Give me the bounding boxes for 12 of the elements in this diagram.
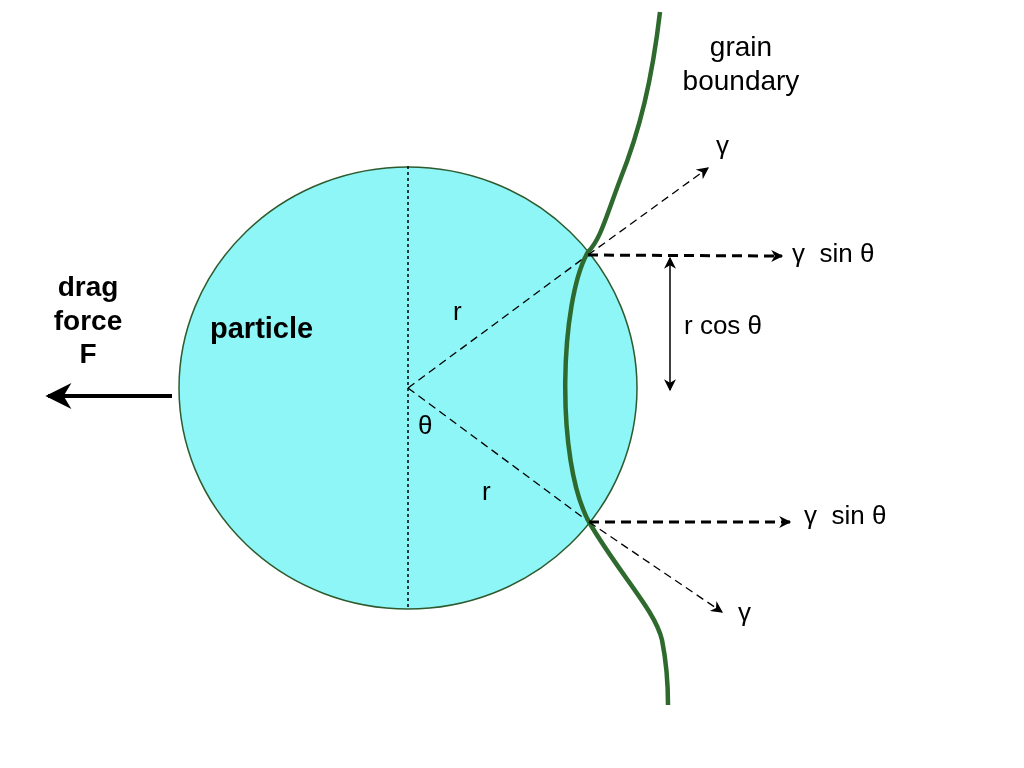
symbol-label: r: [453, 296, 462, 328]
force-label: drag force F: [52, 270, 124, 371]
symbol-label: γ: [716, 130, 729, 162]
symbol-label: θ: [418, 410, 433, 442]
symbol-label: γ: [738, 597, 751, 629]
formula-label: γ sin θ: [792, 238, 875, 270]
particle-circle: [178, 166, 638, 610]
formula-label: r cos θ: [684, 310, 763, 342]
boundary-label: grain boundary: [681, 30, 801, 98]
symbol-label: r: [482, 476, 491, 508]
formula-label: γ sin θ: [804, 500, 887, 532]
particle-label: particle: [210, 312, 314, 345]
